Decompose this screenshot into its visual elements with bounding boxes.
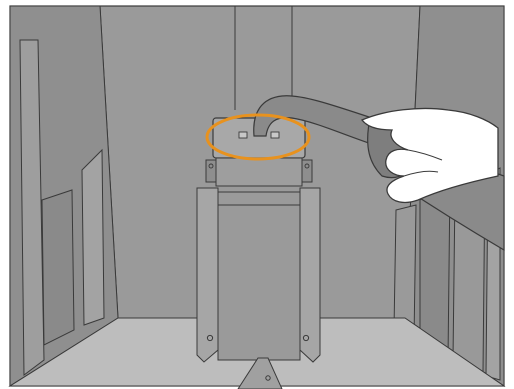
illustration-frame	[0, 0, 514, 389]
cleaning-illustration	[0, 0, 514, 389]
